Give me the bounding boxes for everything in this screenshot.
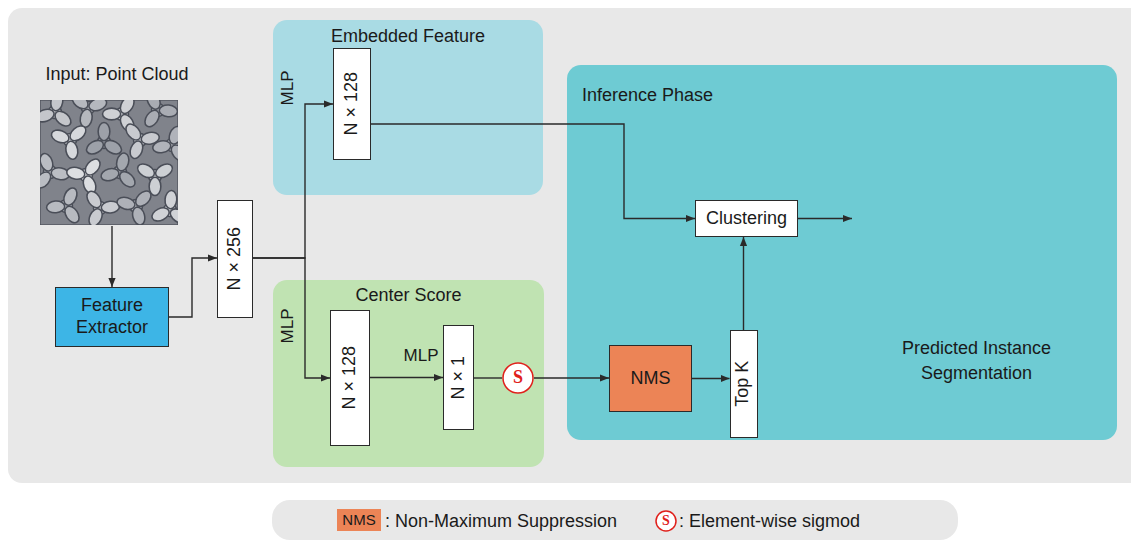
group-panel: Center Score N × 128 N × 1 S xyxy=(273,280,544,467)
background-panel xyxy=(8,8,1131,483)
connector-arrow xyxy=(253,104,333,258)
output-figure: Predicted Instance Segmentation xyxy=(852,73,1101,385)
connector-arrow xyxy=(111,226,112,287)
legend-panel xyxy=(272,500,958,540)
tensor-box: N × 256 xyxy=(217,200,253,318)
node-label: Predicted Instance Segmentation xyxy=(882,336,1072,385)
connector-arrow xyxy=(798,218,852,219)
tensor-box: Top K xyxy=(730,330,758,438)
connector-arrow xyxy=(169,258,217,317)
node-label: N × 128 xyxy=(339,346,361,410)
tetrapod xyxy=(142,100,178,131)
connector-arrow xyxy=(370,377,443,378)
legend-text: : Non-Maximum Suppression xyxy=(385,510,617,532)
node-label: S xyxy=(513,367,523,389)
point-cloud-image xyxy=(40,100,178,225)
connector-arrow xyxy=(692,378,730,379)
legend-symbol-text: NMS xyxy=(342,511,375,529)
tetrapod xyxy=(42,180,92,225)
tetrapod xyxy=(84,187,122,225)
nms-box: NMS xyxy=(609,345,692,412)
sigmoid-circle: S xyxy=(502,362,534,394)
tensor-box: N × 128 xyxy=(333,48,371,160)
process-box: Clustering xyxy=(695,200,798,237)
node-label: NMS xyxy=(631,368,671,390)
node-label: Embedded Feature xyxy=(273,26,543,48)
node-label: Center Score xyxy=(273,285,544,307)
connector-arrow xyxy=(534,377,609,378)
tetrapod xyxy=(148,120,178,166)
legend-text: : Element-wise sigmod xyxy=(679,510,860,532)
node-label: Inference Phase xyxy=(582,85,1117,107)
connector-arrow xyxy=(371,124,695,219)
group-panel: Inference PhaseClusteringNMS Top K Predict… xyxy=(567,65,1117,440)
tetrapod xyxy=(84,123,124,157)
node-label: Clustering xyxy=(706,208,787,230)
node-label: N × 1 xyxy=(448,356,470,400)
connector-arrow xyxy=(253,258,330,378)
process-box: Feature Extractor xyxy=(55,287,169,347)
legend-sigmoid-symbol xyxy=(656,511,676,531)
layer-label: MLP xyxy=(278,309,298,344)
connector-arrow xyxy=(743,237,744,330)
group-panel: Embedded Feature N × 128 xyxy=(273,20,543,195)
node-label: N × 128 xyxy=(341,72,363,136)
connector-arrow xyxy=(474,377,502,378)
node-label: Feature Extractor xyxy=(62,295,162,338)
node-label: Input: Point Cloud xyxy=(45,64,188,86)
tetrapod xyxy=(149,189,178,225)
tetrapod xyxy=(46,112,98,164)
layer-label: MLP xyxy=(278,71,298,106)
layer-label: MLP xyxy=(404,346,439,366)
node-label: Top K xyxy=(733,361,755,407)
tensor-box: N × 128 xyxy=(330,310,370,446)
tetrapod xyxy=(40,100,78,130)
tensor-box: N × 1 xyxy=(443,325,474,430)
legend-symbol-text: S xyxy=(662,513,670,530)
circle-shape xyxy=(503,363,533,393)
node-label: N × 256 xyxy=(224,227,246,291)
input-figure: Input: Point Cloud xyxy=(22,64,212,226)
